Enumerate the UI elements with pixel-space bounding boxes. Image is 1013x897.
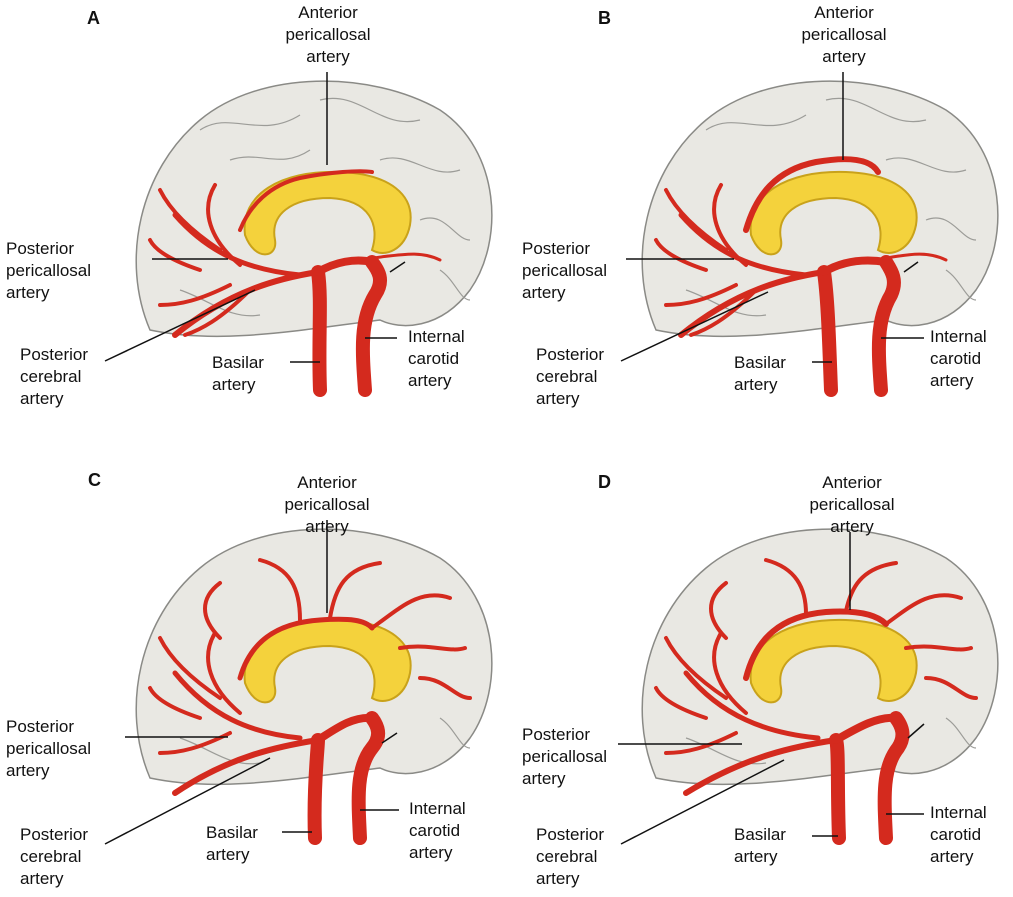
label-internal-carotid: Internal carotid artery: [408, 327, 465, 390]
label-posterior-cerebral: Posterior cerebral artery: [536, 345, 605, 408]
label-posterior-cerebral: Posterior cerebral artery: [20, 825, 89, 888]
corpus-callosum: [749, 618, 918, 704]
label-basilar: Basilar artery: [212, 353, 264, 394]
panel-c: C Anterior pericallosal artery Posterior…: [0, 448, 506, 896]
arteries: [654, 156, 948, 397]
callout-lines: [104, 520, 399, 845]
label-posterior-pericallosal: Posterior pericallosal artery: [6, 239, 92, 302]
panel-letter: D: [598, 472, 611, 492]
arteries: [148, 169, 442, 397]
arteries: [654, 558, 978, 845]
brain-diagram-b: [620, 72, 999, 397]
label-anterior-pericallosal: Anterior pericallosal artery: [809, 473, 895, 536]
corpus-callosum: [243, 170, 412, 256]
callout-lines: [620, 72, 924, 363]
panel-d: D Anterior pericallosal artery Posterior…: [506, 448, 1012, 896]
label-internal-carotid: Internal carotid artery: [930, 803, 987, 866]
label-posterior-pericallosal: Posterior pericallosal artery: [6, 717, 92, 780]
label-basilar: Basilar artery: [734, 825, 786, 866]
label-basilar: Basilar artery: [206, 823, 258, 864]
panel-letter: A: [87, 8, 100, 28]
panel-letter: C: [88, 470, 101, 490]
label-internal-carotid: Internal carotid artery: [409, 799, 466, 862]
callout-lines: [104, 72, 406, 363]
panel-b: B Anterior pericallosal artery Posterior…: [506, 0, 1012, 448]
brain-diagram-c: [104, 520, 493, 845]
label-internal-carotid: Internal carotid artery: [930, 327, 987, 390]
brain-outline: [641, 528, 999, 786]
brain-diagram-d: [618, 528, 999, 845]
label-basilar: Basilar artery: [734, 353, 786, 394]
corpus-callosum: [749, 170, 918, 256]
label-anterior-pericallosal: Anterior pericallosal artery: [285, 3, 371, 66]
label-anterior-pericallosal: Anterior pericallosal artery: [284, 473, 370, 536]
brain-outline: [641, 80, 999, 338]
arteries: [148, 558, 472, 845]
label-posterior-cerebral: Posterior cerebral artery: [20, 345, 89, 408]
callout-lines: [618, 532, 925, 845]
label-posterior-pericallosal: Posterior pericallosal artery: [522, 239, 608, 302]
panel-letter: B: [598, 8, 611, 28]
label-posterior-pericallosal: Posterior pericallosal artery: [522, 725, 608, 788]
brain-outline: [135, 80, 493, 338]
brain-diagram-a: [104, 72, 493, 397]
label-anterior-pericallosal: Anterior pericallosal artery: [801, 3, 887, 66]
brain-outline: [135, 528, 493, 786]
label-posterior-cerebral: Posterior cerebral artery: [536, 825, 605, 888]
panel-a: A Anterior pericallosal artery Posterior…: [0, 0, 506, 448]
